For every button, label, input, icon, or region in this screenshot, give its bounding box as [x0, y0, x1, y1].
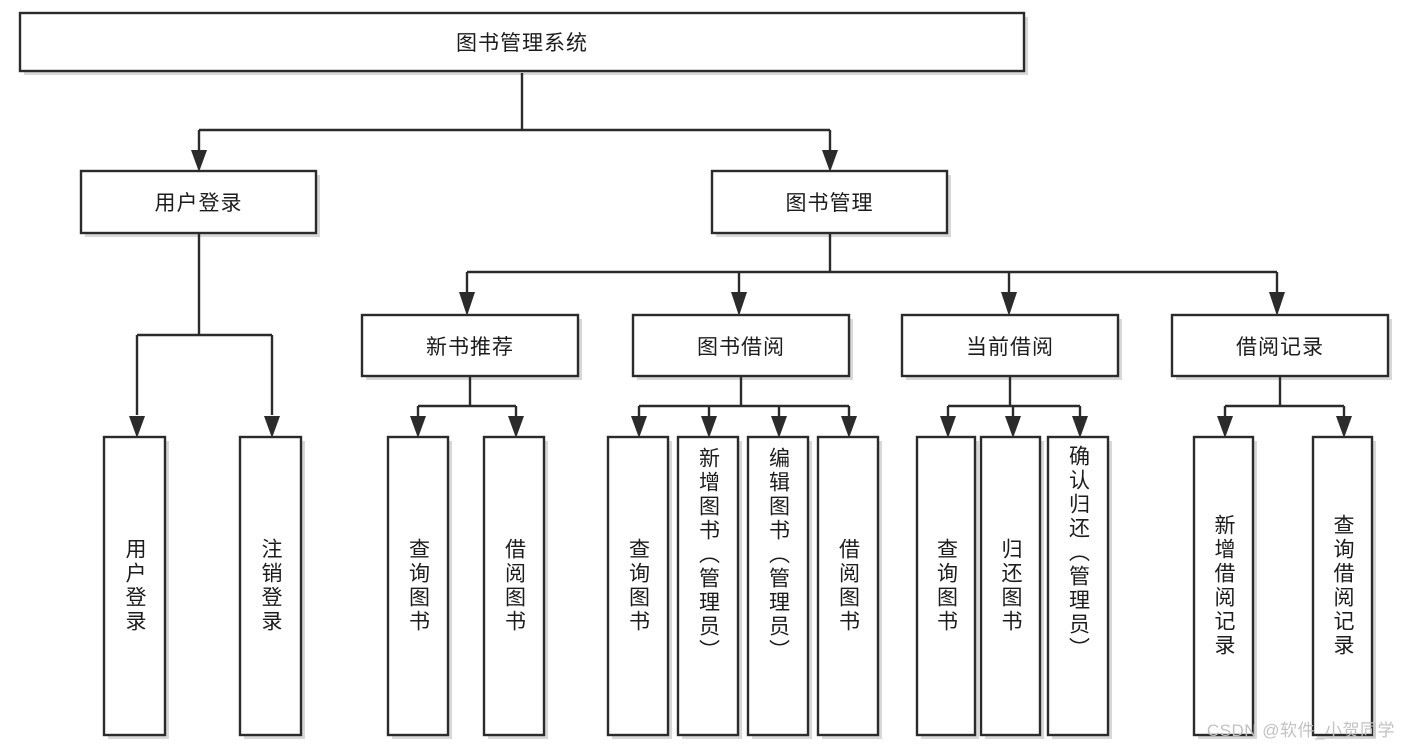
node-leaf-query-book-2[interactable]: [606, 435, 670, 737]
node-leaf-add-record[interactable]: [1192, 435, 1255, 737]
node-user-login[interactable]: [79, 169, 318, 235]
node-leaf-logout[interactable]: [238, 435, 303, 737]
node-leaf-user-login[interactable]: [102, 435, 167, 737]
connector-lines: [135, 73, 1346, 420]
node-boxes: [18, 11, 1390, 737]
node-new-book-rec[interactable]: [360, 313, 580, 378]
node-leaf-return-book[interactable]: [979, 435, 1042, 737]
connector-arrowheads: [129, 150, 1352, 438]
node-leaf-query-book-1[interactable]: [386, 435, 450, 737]
node-leaf-borrow-book-2[interactable]: [816, 435, 880, 737]
node-leaf-edit-book[interactable]: [746, 435, 810, 737]
node-book-manage[interactable]: [710, 169, 949, 235]
node-leaf-query-book-3[interactable]: [915, 435, 977, 737]
node-current-borrow[interactable]: [900, 313, 1120, 378]
node-root[interactable]: [18, 11, 1026, 73]
node-leaf-confirm-return[interactable]: [1046, 435, 1110, 737]
node-leaf-borrow-book-1[interactable]: [482, 435, 546, 737]
node-leaf-query-record[interactable]: [1311, 435, 1374, 737]
node-book-borrow[interactable]: [631, 313, 851, 378]
node-leaf-add-book[interactable]: [676, 435, 740, 737]
node-borrow-record[interactable]: [1170, 313, 1390, 378]
